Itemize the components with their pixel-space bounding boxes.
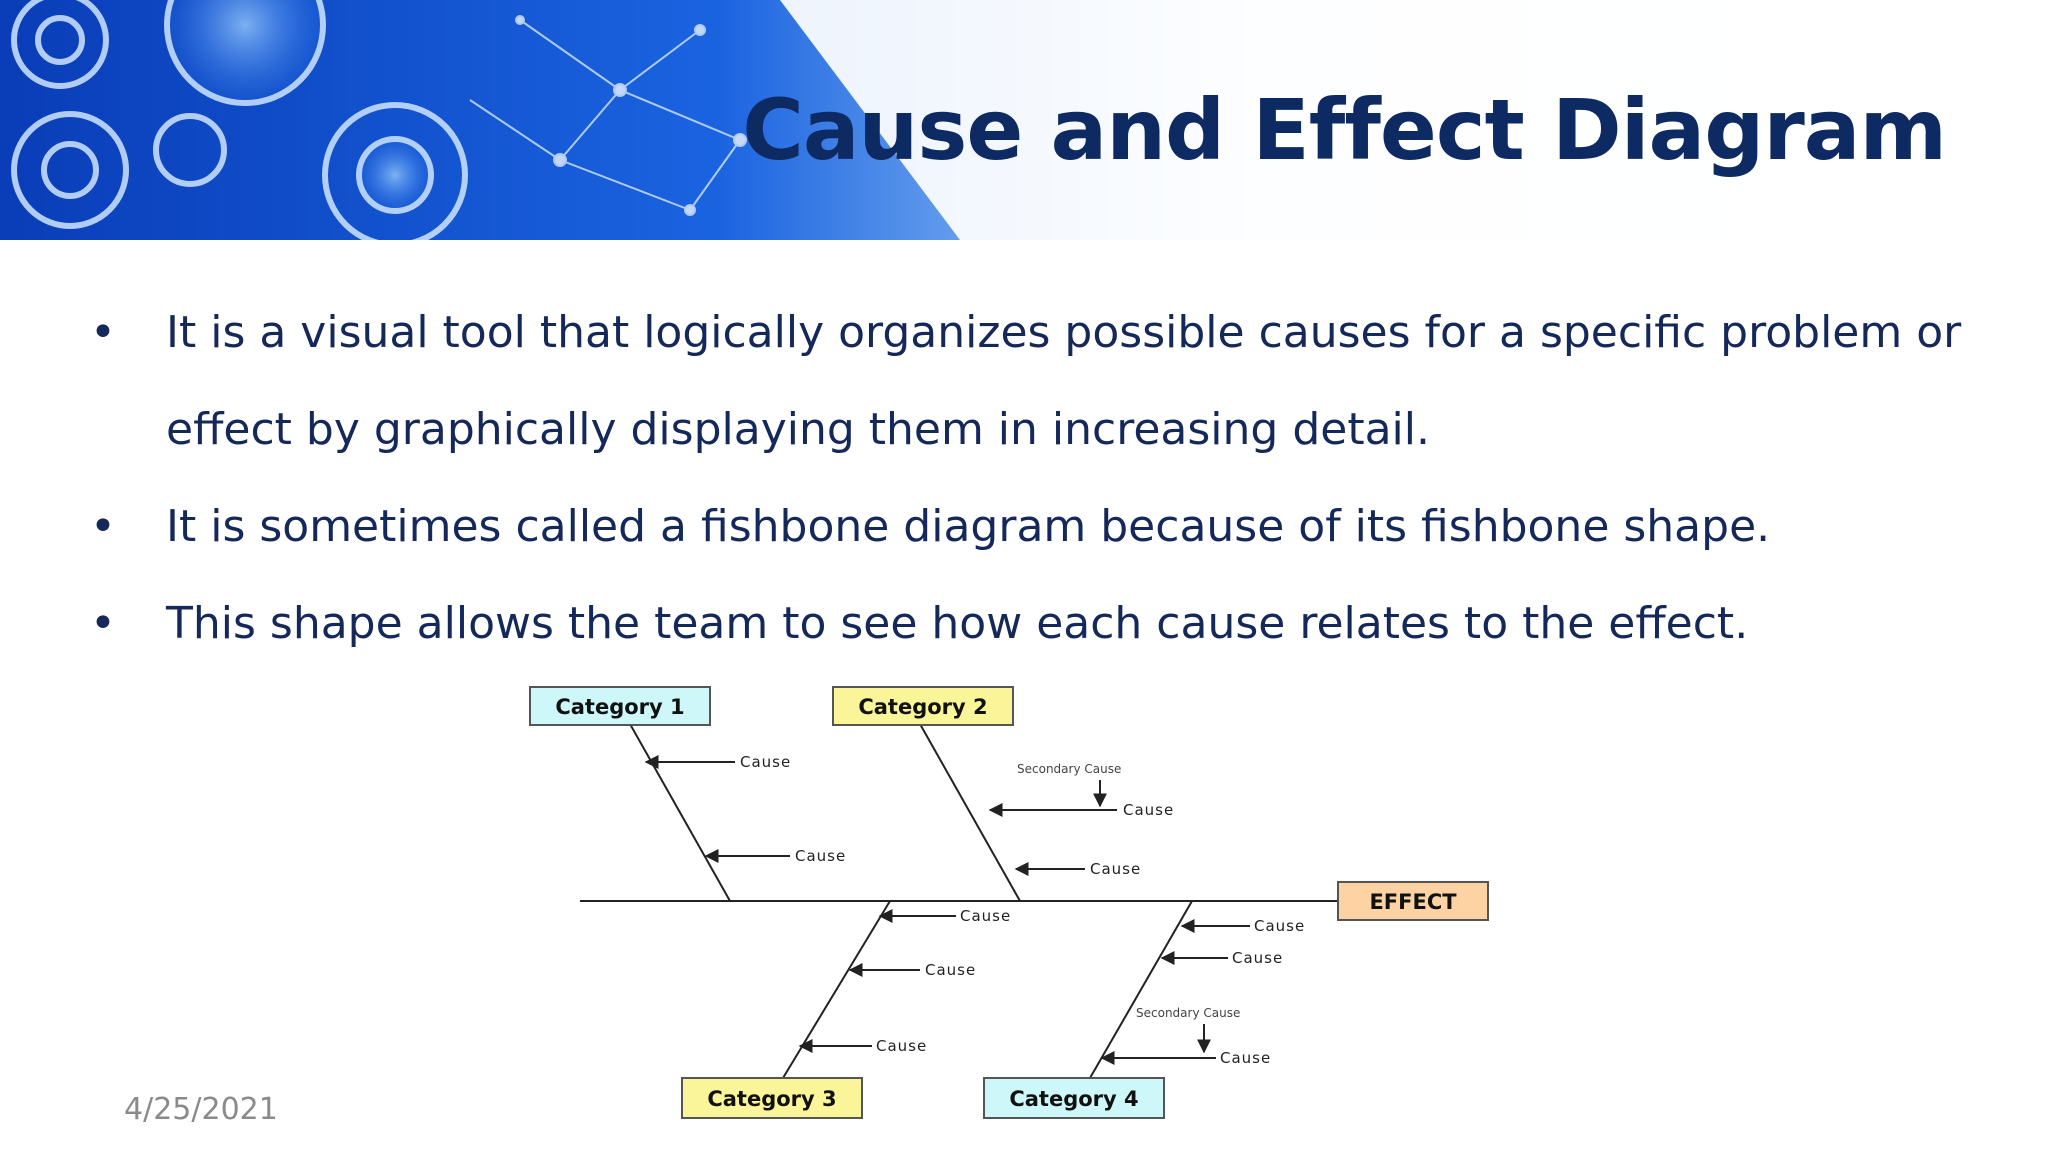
category-box (832, 686, 1014, 726)
bullet-dot-icon: • (90, 307, 116, 358)
secondary-cause-label: Secondary Cause (1017, 762, 1121, 776)
cause-label: Cause (1220, 1049, 1271, 1067)
bullet-item: • This shape allows the team to see how … (82, 575, 2022, 672)
category-box (983, 1077, 1165, 1119)
bullet-item: • It is a visual tool that logically org… (82, 284, 2022, 478)
bullet-dot-icon: • (90, 598, 116, 649)
bullet-list: • It is a visual tool that logically org… (82, 284, 2022, 672)
bullet-text: It is a visual tool that logically organ… (166, 307, 1962, 455)
cause-label: Cause (876, 1037, 927, 1055)
cause-label: Cause (925, 961, 976, 979)
category-label: Category 1 (555, 695, 684, 719)
cause-label: Cause (1232, 949, 1283, 967)
gear-icon (11, 0, 468, 240)
secondary-cause-label: Secondary Cause (1136, 1006, 1240, 1020)
bone-category-2 (919, 723, 1021, 902)
slide-date: 4/25/2021 (124, 1092, 278, 1127)
bone-category-4 (1089, 900, 1193, 1079)
effect-box (1337, 881, 1489, 921)
bone-category-3 (782, 900, 891, 1079)
category-label: Category 2 (858, 695, 987, 719)
slide-title: Cause and Effect Diagram (742, 81, 1947, 179)
cause-label: Cause (795, 847, 846, 865)
effect-label: EFFECT (1369, 890, 1457, 914)
category-label: Category 4 (1009, 1087, 1138, 1111)
fishbone-diagram: Cause Cause Cause Cause Cause Cause Caus… (529, 686, 1489, 1119)
cause-label: Cause (1123, 801, 1174, 819)
cause-label: Cause (1254, 917, 1305, 935)
category-box (681, 1077, 863, 1119)
bullet-item: • It is sometimes called a fishbone diag… (82, 478, 2022, 575)
cause-label: Cause (960, 907, 1011, 925)
category-label: Category 3 (707, 1087, 836, 1111)
bone-category-1 (629, 723, 731, 902)
bullet-text: It is sometimes called a fishbone diagra… (166, 501, 1771, 552)
cause-label: Cause (740, 753, 791, 771)
header-banner (0, 0, 2048, 240)
bullet-text: This shape allows the team to see how ea… (166, 598, 1749, 649)
network-lines-icon (469, 15, 747, 216)
cause-label: Cause (1090, 860, 1141, 878)
bullet-dot-icon: • (90, 501, 116, 552)
category-box (529, 686, 711, 726)
